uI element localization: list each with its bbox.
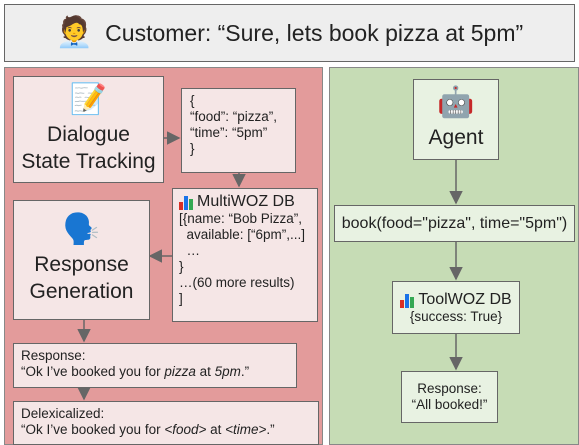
speaking-head-icon: 🗣️ — [62, 213, 101, 246]
agent-box: 🤖 Agent — [413, 79, 499, 160]
response-box: Response: “Ok I’ve booked you for pizza … — [13, 343, 297, 388]
toolwoz-db-box: ToolWOZ DB {success: True} — [392, 281, 520, 334]
state-line: { — [190, 93, 195, 108]
db-result-line: [{name: “Bob Pizza”, — [179, 211, 303, 226]
toolwoz-db-result: {success: True} — [409, 308, 503, 324]
dst-line-2: State Tracking — [21, 149, 156, 173]
time-slot-placeholder: <time> — [225, 422, 267, 437]
robot-icon: 🤖 — [437, 86, 475, 119]
delexicalized-box: Delexicalized: “Ok I’ve booked you for <… — [13, 401, 319, 445]
delex-label: Delexicalized: — [21, 406, 105, 421]
tool-call-text: book(food="pizza", time="5pm") — [341, 214, 568, 232]
toolwoz-db-title-text: ToolWOZ DB — [418, 290, 512, 308]
gen-line-1: Response — [34, 253, 129, 276]
tool-call-box: book(food="pizza", time="5pm") — [334, 205, 575, 242]
multiwoz-db-title-text: MultiWOZ DB — [197, 193, 295, 210]
bar-chart-icon — [400, 292, 415, 308]
response-generation-box: 🗣️ Response Generation — [13, 200, 150, 320]
multiwoz-db-box: MultiWOZ DB [{name: “Bob Pizza”, availab… — [172, 188, 318, 322]
toolwoz-db-title: ToolWOZ DB — [400, 290, 512, 309]
db-result-line: available: [“6pm”,...] — [179, 227, 306, 242]
response-label: Response: — [21, 348, 86, 363]
db-result-line: ] — [179, 291, 183, 306]
dialogue-state-box: { “food”: “pizza”, “time”: “5pm” } — [181, 88, 296, 173]
multiwoz-db-title: MultiWOZ DB — [179, 193, 311, 211]
db-result-line: … — [179, 243, 201, 258]
dst-line-1: Dialogue — [47, 122, 130, 146]
response-text: “Ok I’ve booked you for pizza at 5pm.” — [21, 364, 250, 379]
bar-chart-icon — [179, 194, 193, 210]
db-result-line: …(60 more results) — [179, 275, 295, 290]
customer-emoji-icon: 🧑‍💼 — [55, 16, 94, 49]
memo-icon: 📝 — [69, 82, 108, 116]
agent-response-label: Response: — [417, 381, 482, 396]
state-line: } — [190, 141, 195, 156]
agent-label: Agent — [428, 126, 484, 149]
db-result-line: } — [179, 259, 184, 274]
agent-response-text: “All booked!” — [411, 397, 488, 412]
time-slot-value: 5pm — [214, 364, 241, 379]
state-line: “time”: “5pm” — [190, 125, 268, 140]
dialogue-state-tracking-box: 📝 Dialogue State Tracking — [13, 76, 164, 183]
customer-utterance-text: Customer: “Sure, lets book pizza at 5pm” — [105, 19, 524, 46]
customer-utterance-bar: 🧑‍💼 Customer: “Sure, lets book pizza at … — [4, 4, 575, 62]
gen-line-2: Generation — [29, 280, 134, 303]
food-slot-value: pizza — [164, 364, 196, 379]
state-line: “food”: “pizza”, — [190, 109, 278, 124]
agent-response-box: Response: “All booked!” — [401, 371, 498, 423]
food-slot-placeholder: <food> — [164, 422, 207, 437]
delex-text: “Ok I’ve booked you for <food> at <time>… — [21, 422, 275, 437]
